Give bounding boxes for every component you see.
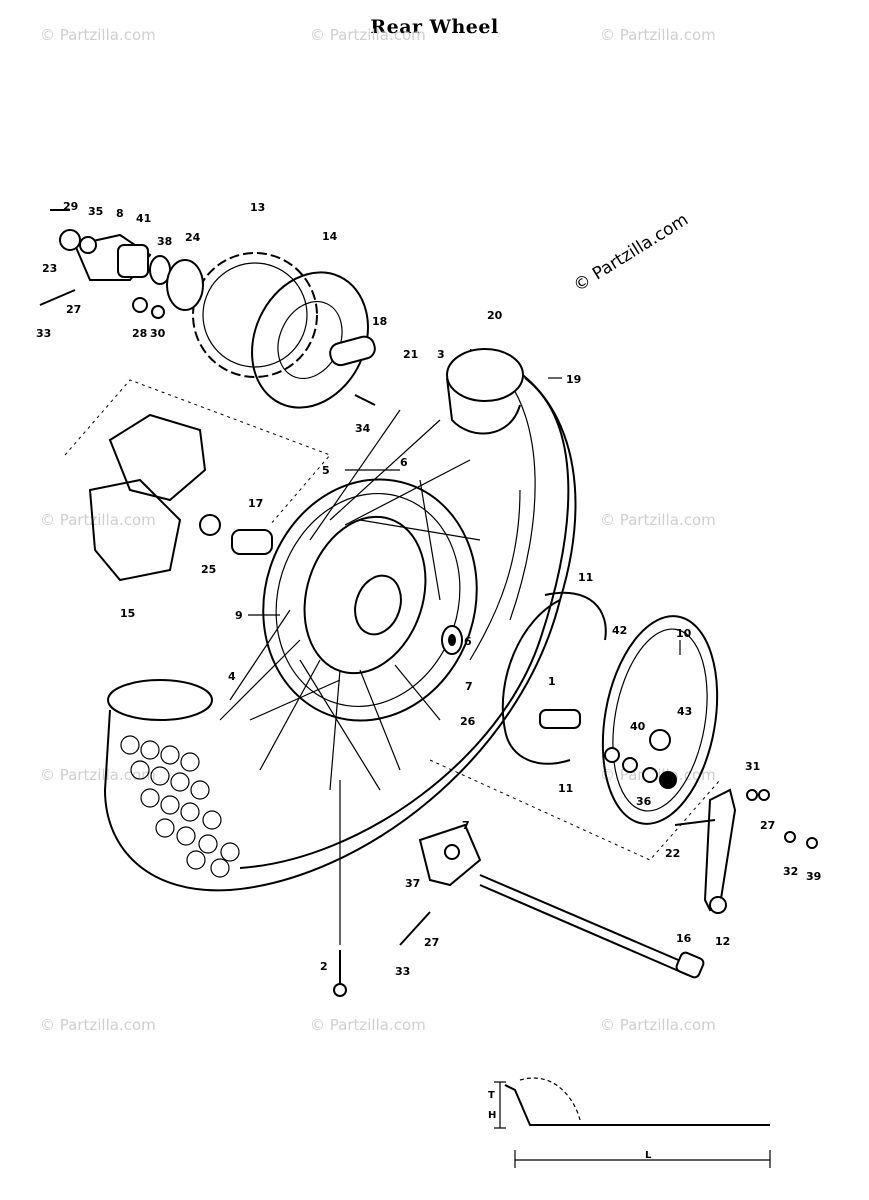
tire-tread <box>120 735 240 878</box>
dimension-label-top: T <box>488 1090 495 1101</box>
callout-label: 12 <box>715 935 730 948</box>
callout-label: 28 <box>132 327 147 340</box>
callout-label: 24 <box>185 231 201 244</box>
callout-label: 16 <box>676 932 692 945</box>
callout-label: 9 <box>235 609 243 622</box>
callout-label: 8 <box>116 207 124 220</box>
watermark-faded: © Partzilla.com <box>40 1016 156 1034</box>
callout-label: 17 <box>248 497 263 510</box>
dimension-label-length: L <box>645 1150 652 1161</box>
callout-label: 22 <box>665 847 680 860</box>
brake-assembly <box>501 591 818 914</box>
watermark-faded: © Partzilla.com <box>600 511 716 529</box>
callout-label: 25 <box>201 563 216 576</box>
callout-labels: 1 2 3 4 5 6 7 8 9 10 11 12 13 14 15 16 1… <box>36 200 821 978</box>
callout-label: 20 <box>487 309 503 322</box>
watermark-faded: © Partzilla.com <box>600 1016 716 1034</box>
callout-label: 34 <box>355 422 371 435</box>
tire-illustration <box>103 348 577 892</box>
callout-label: 6 <box>464 635 472 648</box>
callout-label: 36 <box>636 795 652 808</box>
callout-label: 43 <box>677 705 692 718</box>
watermark-faded: © Partzilla.com <box>310 1016 426 1034</box>
callout-label: 11 <box>558 782 573 795</box>
callout-label: 23 <box>42 262 57 275</box>
callout-label: 33 <box>395 965 410 978</box>
callout-label: 4 <box>228 670 236 683</box>
watermark-grid: © Partzilla.com © Partzilla.com © Partzi… <box>40 26 716 1034</box>
callout-label: 26 <box>460 715 476 728</box>
page-title: Rear Wheel <box>370 16 499 38</box>
watermark-faded: © Partzilla.com <box>40 511 156 529</box>
callout-label: 42 <box>612 624 627 637</box>
rim-and-spokes <box>219 409 481 791</box>
callout-label: 29 <box>63 200 78 213</box>
callout-label: 40 <box>630 720 646 733</box>
callout-label: 10 <box>676 627 692 640</box>
callout-label: 11 <box>578 571 593 584</box>
assembly-guide-lines <box>64 379 721 861</box>
watermark-faded: © Partzilla.com <box>40 26 156 44</box>
damper-rubbers <box>88 413 273 582</box>
callout-label: 14 <box>322 230 338 243</box>
callout-label: 13 <box>250 201 265 214</box>
callout-leaders <box>248 377 681 945</box>
callout-label: 32 <box>783 865 798 878</box>
sprocket-assembly <box>39 209 376 409</box>
callout-label: 6 <box>400 456 408 469</box>
dimension-label-height: H <box>488 1110 496 1121</box>
callout-label: 37 <box>405 877 420 890</box>
callout-label: 35 <box>88 205 103 218</box>
callout-label: 1 <box>548 675 556 688</box>
callout-label: 33 <box>36 327 51 340</box>
callout-label: 27 <box>424 936 439 949</box>
callout-label: 15 <box>120 607 135 620</box>
watermark-main: © Partzilla.com <box>570 210 692 296</box>
callout-label: 19 <box>566 373 581 386</box>
watermark-faded: © Partzilla.com <box>310 26 426 44</box>
callout-label: 39 <box>806 870 821 883</box>
callout-label: 41 <box>136 212 151 225</box>
callout-label: 2 <box>320 960 328 973</box>
callout-label: 5 <box>322 464 330 477</box>
callout-label: 31 <box>745 760 760 773</box>
callout-label: 3 <box>437 348 445 361</box>
callout-label: 27 <box>66 303 81 316</box>
callout-label: 7 <box>465 680 473 693</box>
watermark-faded: © Partzilla.com <box>600 26 716 44</box>
axle-assembly <box>333 823 705 997</box>
watermark-faded: © Partzilla.com <box>40 766 156 784</box>
callout-label: 7 <box>462 819 470 832</box>
spoke-dimension-detail: T H L <box>488 1077 771 1168</box>
callout-label: 27 <box>760 819 775 832</box>
callout-label: 30 <box>150 327 166 340</box>
callout-label: 18 <box>372 315 387 328</box>
callout-label: 21 <box>403 348 418 361</box>
callout-label: 38 <box>157 235 172 248</box>
